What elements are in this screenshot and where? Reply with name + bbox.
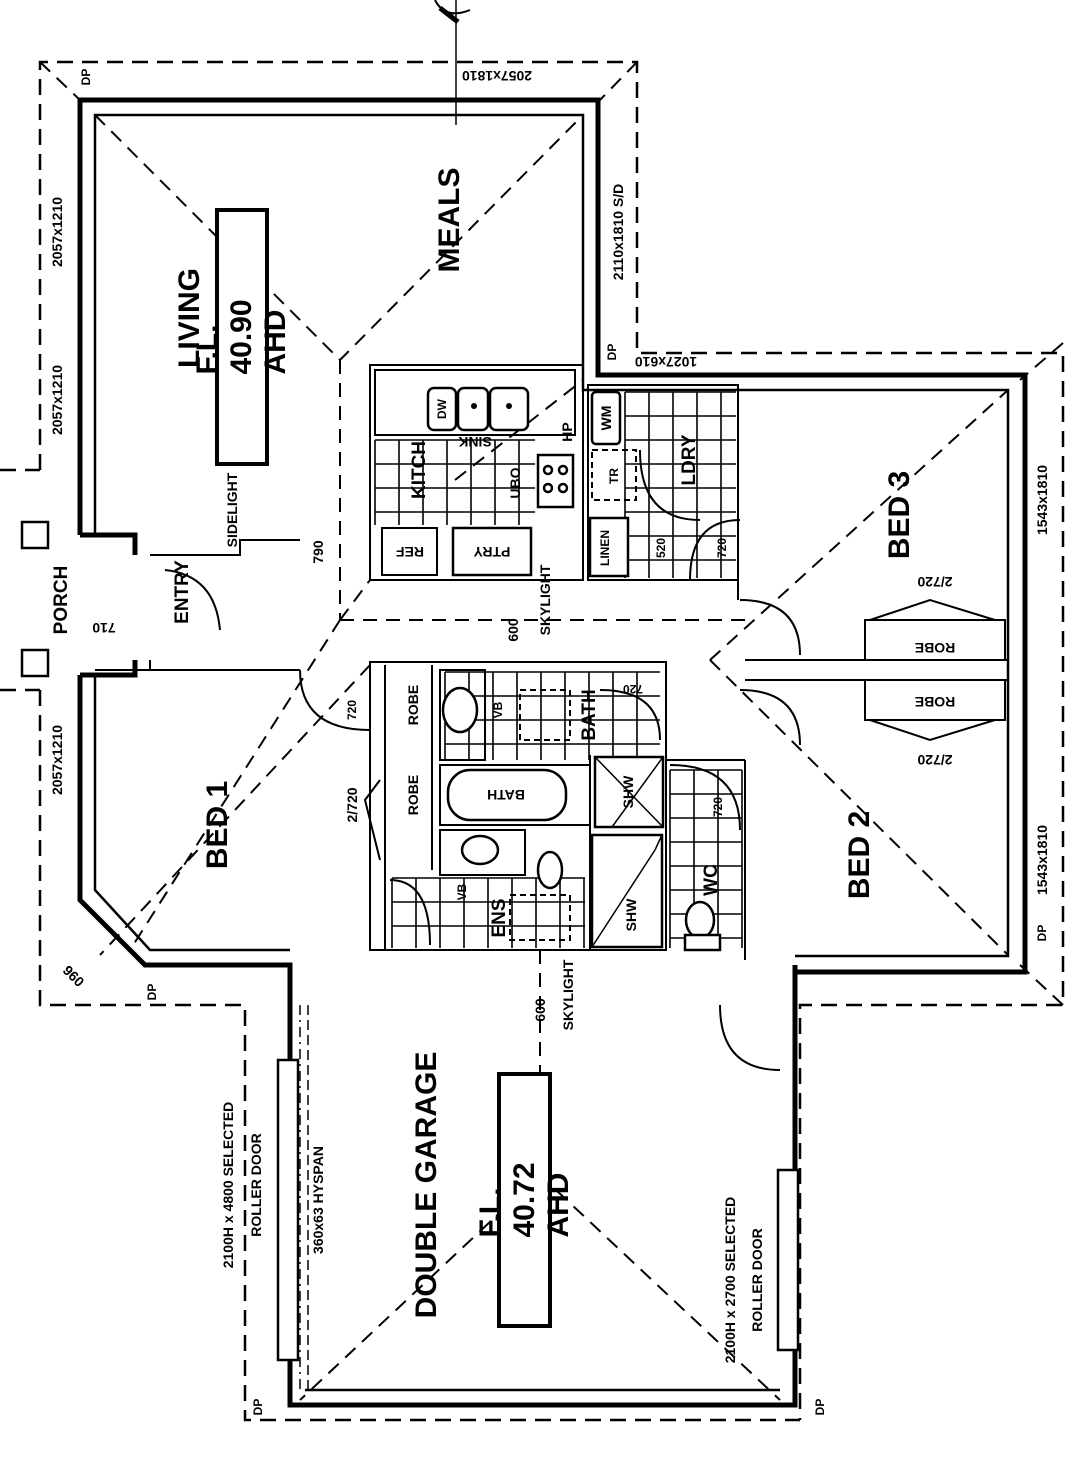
- skylight-ens: [509, 894, 571, 941]
- basin-ens: [460, 834, 500, 866]
- fixture-linen: LINEN: [598, 530, 612, 566]
- fixture-robe-bed1-b: ROBE: [405, 774, 421, 816]
- window-top-meals: 2057x1810: [461, 68, 533, 84]
- internal-walls: [95, 364, 1008, 960]
- room-label-porch: PORCH: [51, 565, 72, 635]
- note-skylight-b: SKYLIGHT: [560, 959, 576, 1031]
- trough: [591, 449, 637, 501]
- fixture-shower-bath: SHW: [620, 775, 636, 809]
- floor-level-garage-box: F.L. 40.72 AHD: [474, 1072, 575, 1328]
- downpipe-bed1: DP: [145, 983, 159, 1001]
- downpipe-garage-left: DP: [251, 1398, 265, 1416]
- bathroom-fixtures: [439, 669, 722, 952]
- room-label-bed1: BED 1: [201, 780, 234, 870]
- dim-kitchen-790: 790: [310, 540, 326, 564]
- fixture-robe-bed3: ROBE: [914, 640, 956, 656]
- toilet-ens: [536, 850, 564, 890]
- note-skylight-600-b: 600: [532, 998, 548, 1022]
- room-label-meals: MEALS: [433, 167, 466, 273]
- fixture-dw: DW: [435, 399, 449, 419]
- fixture-shower-ens: SHW: [623, 898, 639, 932]
- window-bed1-left: 2057x1210: [49, 724, 65, 796]
- sink-bowl-1: [456, 386, 490, 432]
- fixture-ref: REF: [396, 544, 424, 560]
- fridge-space: [381, 527, 438, 576]
- hotplate-icon: [536, 453, 575, 509]
- fixture-vb-ens: VB: [455, 883, 469, 901]
- note-roller-door-right-1: 2100H x 2700 SELECTED: [722, 1196, 738, 1364]
- fixture-pantry: PTRY: [473, 544, 511, 560]
- note-roller-door-left-1: 2100H x 4800 SELECTED: [220, 1101, 236, 1269]
- dim-ldry-door: 720: [715, 537, 729, 559]
- dim-porch-door: 710: [92, 620, 116, 636]
- pantry: [451, 526, 533, 577]
- tile-grid-kitchen: [374, 439, 535, 525]
- downpipe-bed2: DP: [1035, 924, 1049, 942]
- room-label-laundry: LDRY: [679, 434, 700, 486]
- room-label-bath: BATH: [579, 689, 600, 741]
- fixture-sink: SINK: [458, 434, 492, 450]
- room-label-entry: ENTRY: [172, 560, 193, 624]
- floor-level-house-box: F.L. 40.90 AHD: [191, 208, 292, 466]
- window-bed3-right: 1543x1810: [1034, 464, 1050, 536]
- room-label-wc: WC: [701, 864, 722, 896]
- dim-bed2-robe: 2/720: [917, 752, 953, 768]
- dishwasher: [426, 386, 458, 432]
- dim-bath-door: 720: [622, 682, 644, 696]
- fixture-ubo: UBO: [507, 467, 523, 499]
- downpipe-top-left: DP: [79, 68, 93, 86]
- basin-bath: [441, 686, 479, 734]
- skylight-bath: [519, 689, 571, 741]
- tile-grid-laundry: [624, 391, 736, 578]
- room-label-garage: DOUBLE GARAGE: [410, 1051, 443, 1319]
- room-label-bed3: BED 3: [883, 470, 916, 560]
- note-sidelight: SIDELIGHT: [224, 472, 240, 548]
- floor-level-house: F.L. 40.90 AHD: [191, 299, 292, 375]
- downpipe-garage-right: DP: [813, 1398, 827, 1416]
- note-hyspan: 360x63 HYSPAN: [310, 1146, 326, 1254]
- room-label-bed2: BED 2: [843, 810, 876, 900]
- washing-machine: [590, 390, 622, 446]
- toilet-wc: [684, 900, 716, 940]
- window-meals-right: 2110x1810 S/D: [610, 183, 626, 281]
- fixture-tr: TR: [607, 468, 621, 484]
- fixture-robe-bed2: ROBE: [914, 694, 956, 710]
- window-laundry-top: 1027x610: [634, 354, 698, 370]
- dim-bed3-robe: 2/720: [917, 574, 953, 590]
- north-arrow-icon: [434, 0, 471, 125]
- room-label-ens: ENS: [489, 898, 510, 938]
- bathtub: [446, 768, 568, 822]
- floor-level-garage: F.L. 40.72 AHD: [473, 1162, 575, 1238]
- window-living-left-2: 2057x1210: [49, 364, 65, 436]
- window-bed2-right: 1543x1810: [1034, 824, 1050, 896]
- dim-bed1-door: 720: [345, 699, 359, 721]
- kitchen-fixtures: [374, 369, 576, 577]
- linen: [588, 516, 630, 578]
- note-roller-door-right-2: ROLLER DOOR: [749, 1228, 765, 1332]
- fixture-bathtub: BATH: [487, 787, 525, 803]
- note-roller-door-left-2: ROLLER DOOR: [248, 1133, 264, 1237]
- dim-linen-520: 520: [654, 537, 668, 559]
- fixture-hp: HP: [559, 422, 575, 442]
- note-skylight-a: SKYLIGHT: [537, 564, 553, 636]
- dim-wc-door: 720: [711, 796, 725, 818]
- room-label-kitchen: KITCH: [409, 440, 430, 500]
- laundry-fixtures: [588, 390, 637, 578]
- fixture-wm: WM: [598, 405, 614, 431]
- note-skylight-600-a: 600: [505, 618, 521, 642]
- window-living-left-1: 2057x1210: [49, 196, 65, 268]
- dim-bed1-robe: 2/720: [344, 787, 360, 823]
- fixture-robe-bed1-a: ROBE: [405, 684, 421, 726]
- fixture-vb-bath: VB: [491, 701, 505, 719]
- hyspan-beam: [299, 1005, 309, 1390]
- door-swings: [164, 449, 996, 1071]
- downpipe-meals: DP: [605, 343, 619, 361]
